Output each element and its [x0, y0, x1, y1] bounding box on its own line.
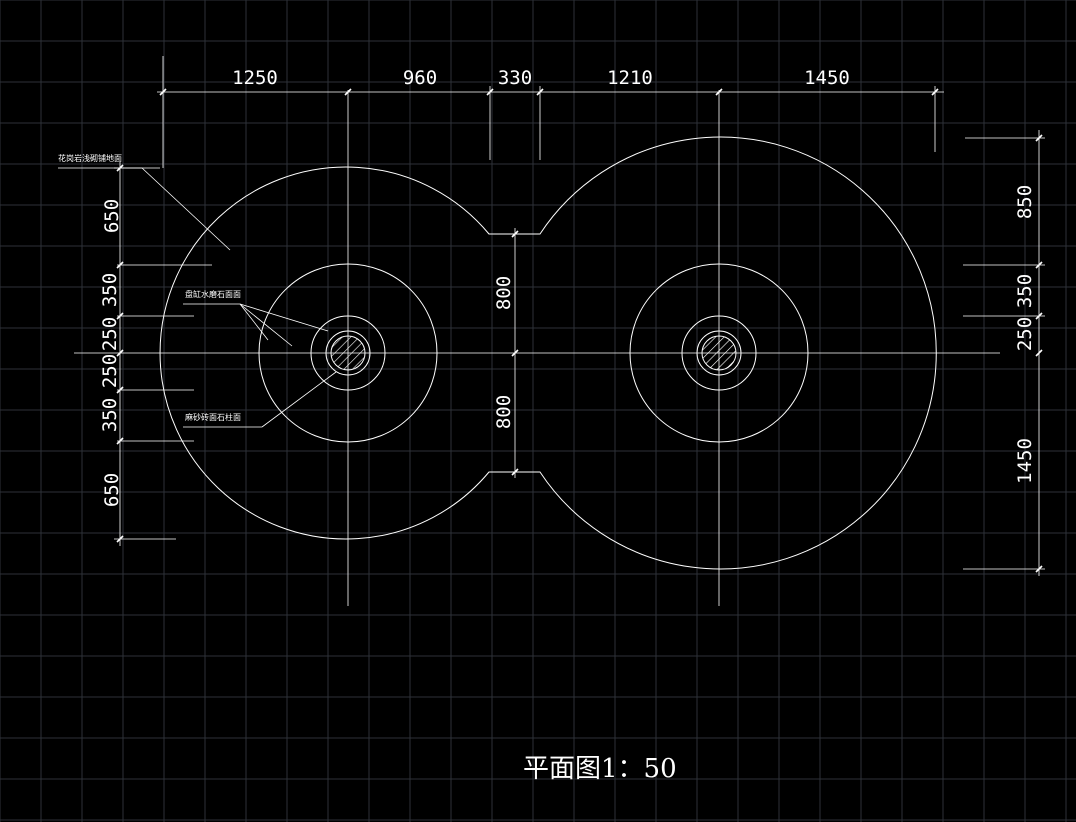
dimension-tick	[116, 437, 124, 445]
dimension-tick	[1035, 261, 1043, 269]
dim-left-2: 350	[99, 273, 121, 307]
dimension-tick	[715, 88, 723, 96]
dimension-tick	[511, 349, 519, 357]
leader-annotations: 花岗岩浅砌铺地面 盘缸水磨石面面 麻砂砖面石柱面	[58, 153, 337, 428]
dimension-tick	[116, 386, 124, 394]
dimension-tick	[159, 88, 167, 96]
dimension-tick	[931, 88, 939, 96]
left-dimension-chain: 650 350 250 250 350 650	[99, 162, 212, 546]
dimension-tick	[536, 88, 544, 96]
dim-left-5: 350	[99, 398, 121, 432]
dim-middle-1: 800	[493, 276, 515, 310]
dimension-tick	[344, 88, 352, 96]
dim-left-1: 650	[101, 199, 123, 233]
dim-right-3: 250	[1014, 317, 1036, 351]
dimension-tick	[116, 535, 124, 543]
middle-dimension-chain: 800 800	[493, 228, 519, 478]
dim-left-6: 650	[101, 473, 123, 507]
drawing-title: 平面图1：50	[523, 754, 677, 784]
dimension-tick	[511, 468, 519, 476]
dim-top-5: 1450	[804, 67, 850, 89]
dimension-tick	[1035, 565, 1043, 573]
dim-right-2: 350	[1014, 274, 1036, 308]
note-outer-paving: 花岗岩浅砌铺地面	[58, 153, 122, 163]
note-column-surface: 麻砂砖面石柱面	[185, 412, 241, 422]
dim-top-2: 960	[403, 67, 437, 89]
dim-right-1: 850	[1014, 185, 1036, 219]
right-dimension-chain: 850 350 250 1450	[963, 130, 1045, 576]
dimension-tick	[1035, 312, 1043, 320]
note-ring-surface: 盘缸水磨石面面	[185, 289, 241, 299]
dimension-tick	[486, 88, 494, 96]
dim-right-4: 1450	[1014, 438, 1036, 484]
dimension-tick	[116, 312, 124, 320]
dim-top-1: 1250	[232, 67, 278, 89]
double-circle-outline	[159, 136, 937, 570]
dim-left-4: 250	[99, 354, 121, 388]
top-dimension-chain: 1250 960 330 1210 1450	[157, 56, 944, 168]
dimension-tick	[116, 261, 124, 269]
dimension-tick	[1035, 134, 1043, 142]
dim-left-3: 250	[99, 317, 121, 351]
center-lines	[74, 90, 1000, 606]
dim-middle-2: 800	[493, 395, 515, 429]
dim-top-4: 1210	[607, 67, 653, 89]
dim-top-3: 330	[498, 67, 532, 89]
dimension-tick	[116, 349, 124, 357]
dimension-tick	[511, 230, 519, 238]
dimension-tick	[1035, 349, 1043, 357]
